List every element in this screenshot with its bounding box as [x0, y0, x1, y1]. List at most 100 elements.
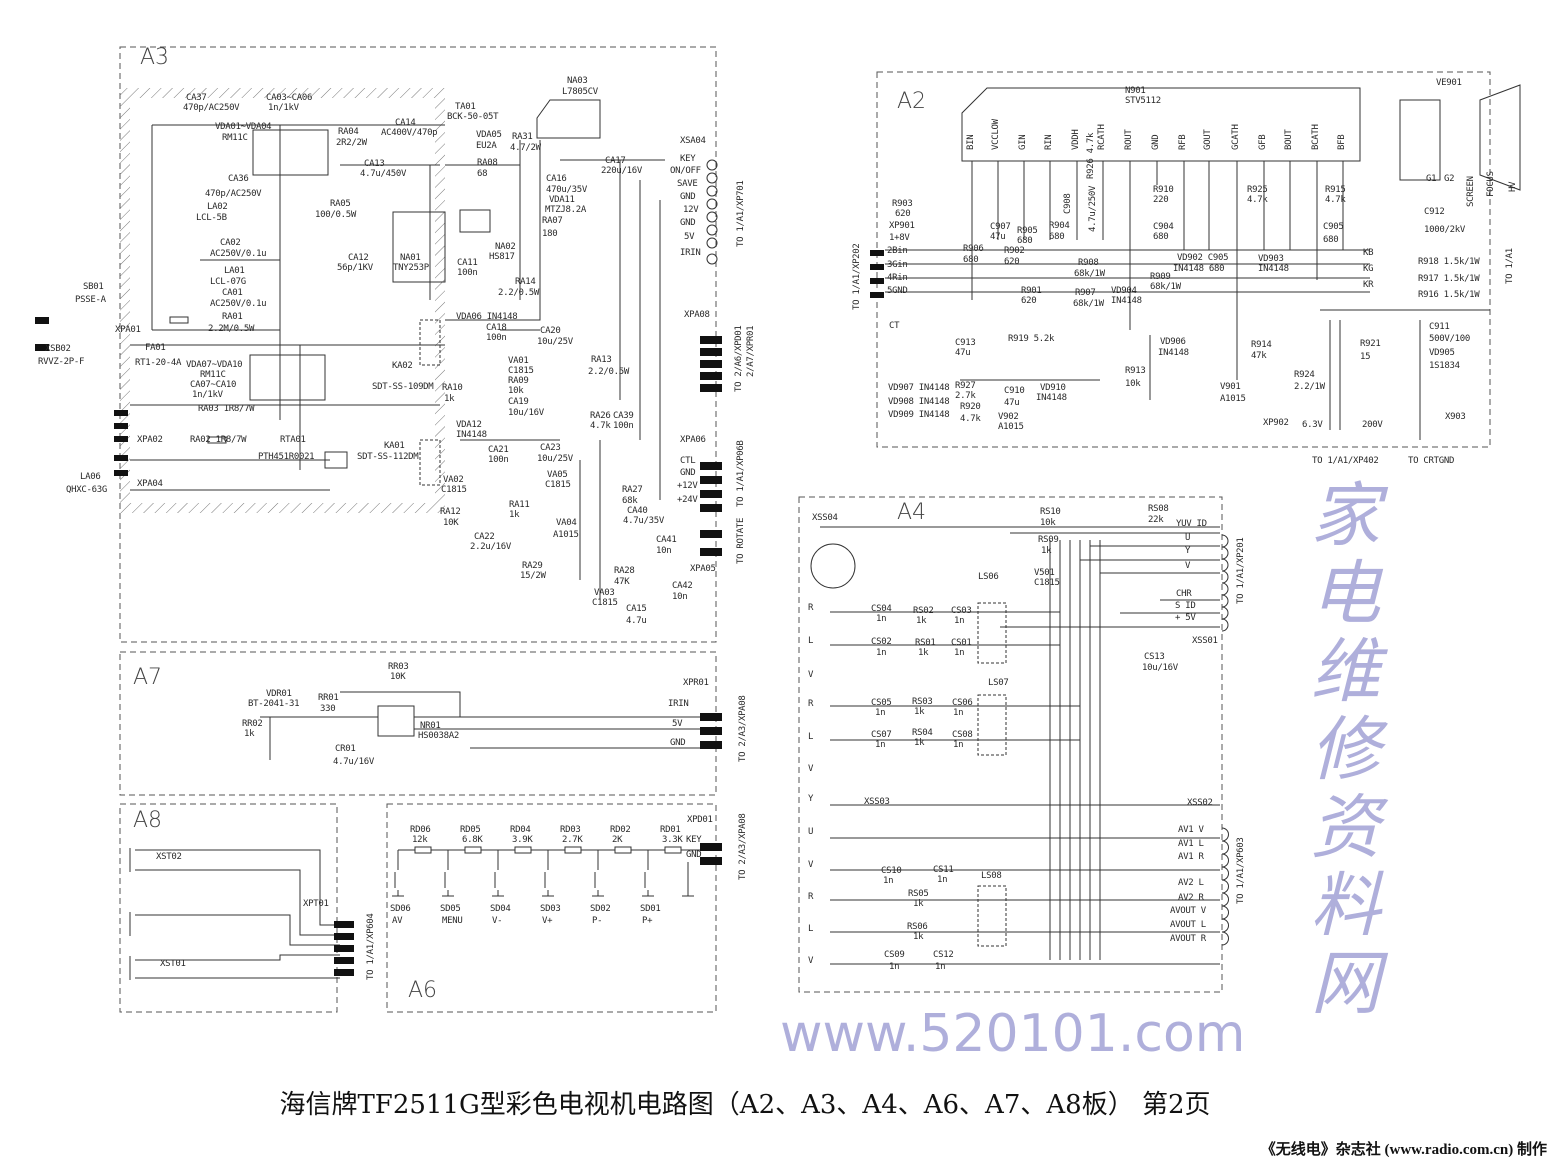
component-label: 330	[320, 704, 336, 714]
component-label: 1n/1kV	[268, 103, 299, 113]
component-label: 2.2/1W	[1294, 382, 1325, 392]
component-label: XSS02	[1187, 798, 1213, 808]
resistor	[414, 846, 432, 854]
component-label: KA01	[384, 441, 405, 451]
component-label: V-	[492, 916, 503, 926]
component-label: XPA01	[115, 325, 141, 335]
component-label: VDA12	[456, 420, 482, 430]
component-label: 1000/2kV	[1424, 225, 1465, 235]
component-label: 3.9K	[512, 835, 533, 845]
component-label: 68k/1W	[1150, 282, 1181, 292]
component-label: CA37	[186, 93, 207, 103]
component-label: KG	[1363, 264, 1374, 274]
component-label: BT-2041-31	[248, 699, 300, 709]
component-label: R924	[1294, 370, 1315, 380]
component-label: XPA05	[690, 564, 716, 574]
component-label: CS04	[871, 604, 892, 614]
component-label: IRIN	[680, 248, 701, 258]
component-label: 1n	[954, 648, 965, 658]
board-title: A7	[133, 665, 163, 690]
component-label: R902	[1004, 246, 1025, 256]
component-label: CS08	[952, 730, 973, 740]
component-label: AC250V/0.1u	[210, 249, 267, 259]
component-label: RS03	[912, 697, 933, 707]
watermark-cn: 家电维修资料网	[1299, 478, 1381, 1024]
component-label: R914	[1251, 340, 1272, 350]
component-label: KEY	[686, 835, 702, 845]
component-label: 68	[477, 169, 488, 179]
board-title: A6	[408, 978, 438, 1003]
component-label: BCATH	[1311, 124, 1321, 150]
component-label: LA06	[80, 472, 101, 482]
component-label: 1k	[913, 899, 924, 909]
component-label: RA08	[477, 158, 498, 168]
component-label: A1015	[998, 422, 1024, 432]
component-label: CS06	[952, 698, 973, 708]
resistor	[464, 846, 482, 854]
component-label: SAVE	[677, 179, 698, 189]
component-label: ON/OFF	[670, 166, 701, 176]
component-label: 10k	[1040, 518, 1056, 528]
component-label: XSS03	[864, 797, 890, 807]
component-label: R	[808, 603, 814, 613]
component-label: R901	[1021, 286, 1042, 296]
component-label: C905	[1323, 222, 1344, 232]
component-label: CS03	[951, 606, 972, 616]
component-label: CA21	[488, 445, 509, 455]
component-label: VDA06 IN4148	[456, 312, 518, 322]
resistor	[614, 846, 632, 854]
component-label: RA31	[512, 132, 533, 142]
component-label: 100n	[488, 455, 509, 465]
component-label: R910	[1153, 185, 1174, 195]
component-label: RA29	[522, 561, 543, 571]
component-label: 620	[1004, 257, 1020, 267]
component-label: 2.7k	[955, 391, 976, 401]
component-label: C908	[1063, 193, 1073, 214]
component-label: CA40	[627, 506, 648, 516]
component-label: 12k	[412, 835, 428, 845]
component-label: 10n	[656, 546, 672, 556]
component-label: 47u	[1004, 398, 1020, 408]
component-label: SDT-SS-109DM	[372, 382, 434, 392]
component-label: SD03	[540, 904, 561, 914]
component-label: RA12	[440, 507, 461, 517]
component-label: VDA07~VDA10	[186, 360, 243, 370]
component-label: CA07~CA10	[190, 380, 237, 390]
component-label: 1n	[883, 876, 894, 886]
component-label: VDA11	[549, 195, 575, 205]
component-label: PSSE-A	[75, 295, 106, 305]
component-label: R909	[1150, 272, 1171, 282]
component-label: 68k/1W	[1073, 299, 1104, 309]
component-label: SCREEN	[1466, 176, 1476, 207]
component-label: XPA04	[137, 479, 163, 489]
connector-pins	[35, 250, 884, 976]
component-label: CA11	[457, 258, 478, 268]
component-label: VA03	[594, 588, 615, 598]
component-label: 500V/100	[1429, 334, 1470, 344]
component-label: XST01	[160, 959, 186, 969]
component-label: AV1 V	[1178, 825, 1204, 835]
component-label: C1815	[1034, 578, 1060, 588]
component-label: RA10	[442, 383, 463, 393]
component-label: XST02	[156, 852, 182, 862]
component-label: 1k	[914, 707, 925, 717]
component-label: VDDH	[1071, 129, 1081, 150]
component-label: AC400V/470p	[381, 128, 438, 138]
component-label: R907	[1075, 288, 1096, 298]
component-label: 470p/AC250V	[183, 103, 240, 113]
component-label: 15/2W	[520, 571, 546, 581]
component-label: GND	[680, 192, 696, 202]
component-label: RT1-20-4A	[135, 358, 182, 368]
component-label: RS04	[912, 728, 933, 738]
component-label: 5V	[684, 232, 695, 242]
component-label: 100n	[613, 421, 634, 431]
component-label: RVVZ-2P-F	[38, 357, 85, 367]
component-label: R903	[892, 199, 913, 209]
component-label: L	[808, 732, 814, 742]
component-label: 4.7k	[960, 414, 981, 424]
component-label: VD904	[1111, 286, 1137, 296]
component-label: CA20	[540, 326, 561, 336]
component-label: AV1 R	[1178, 852, 1204, 862]
component-label: NA01	[400, 253, 421, 263]
component-label: RR01	[318, 693, 339, 703]
